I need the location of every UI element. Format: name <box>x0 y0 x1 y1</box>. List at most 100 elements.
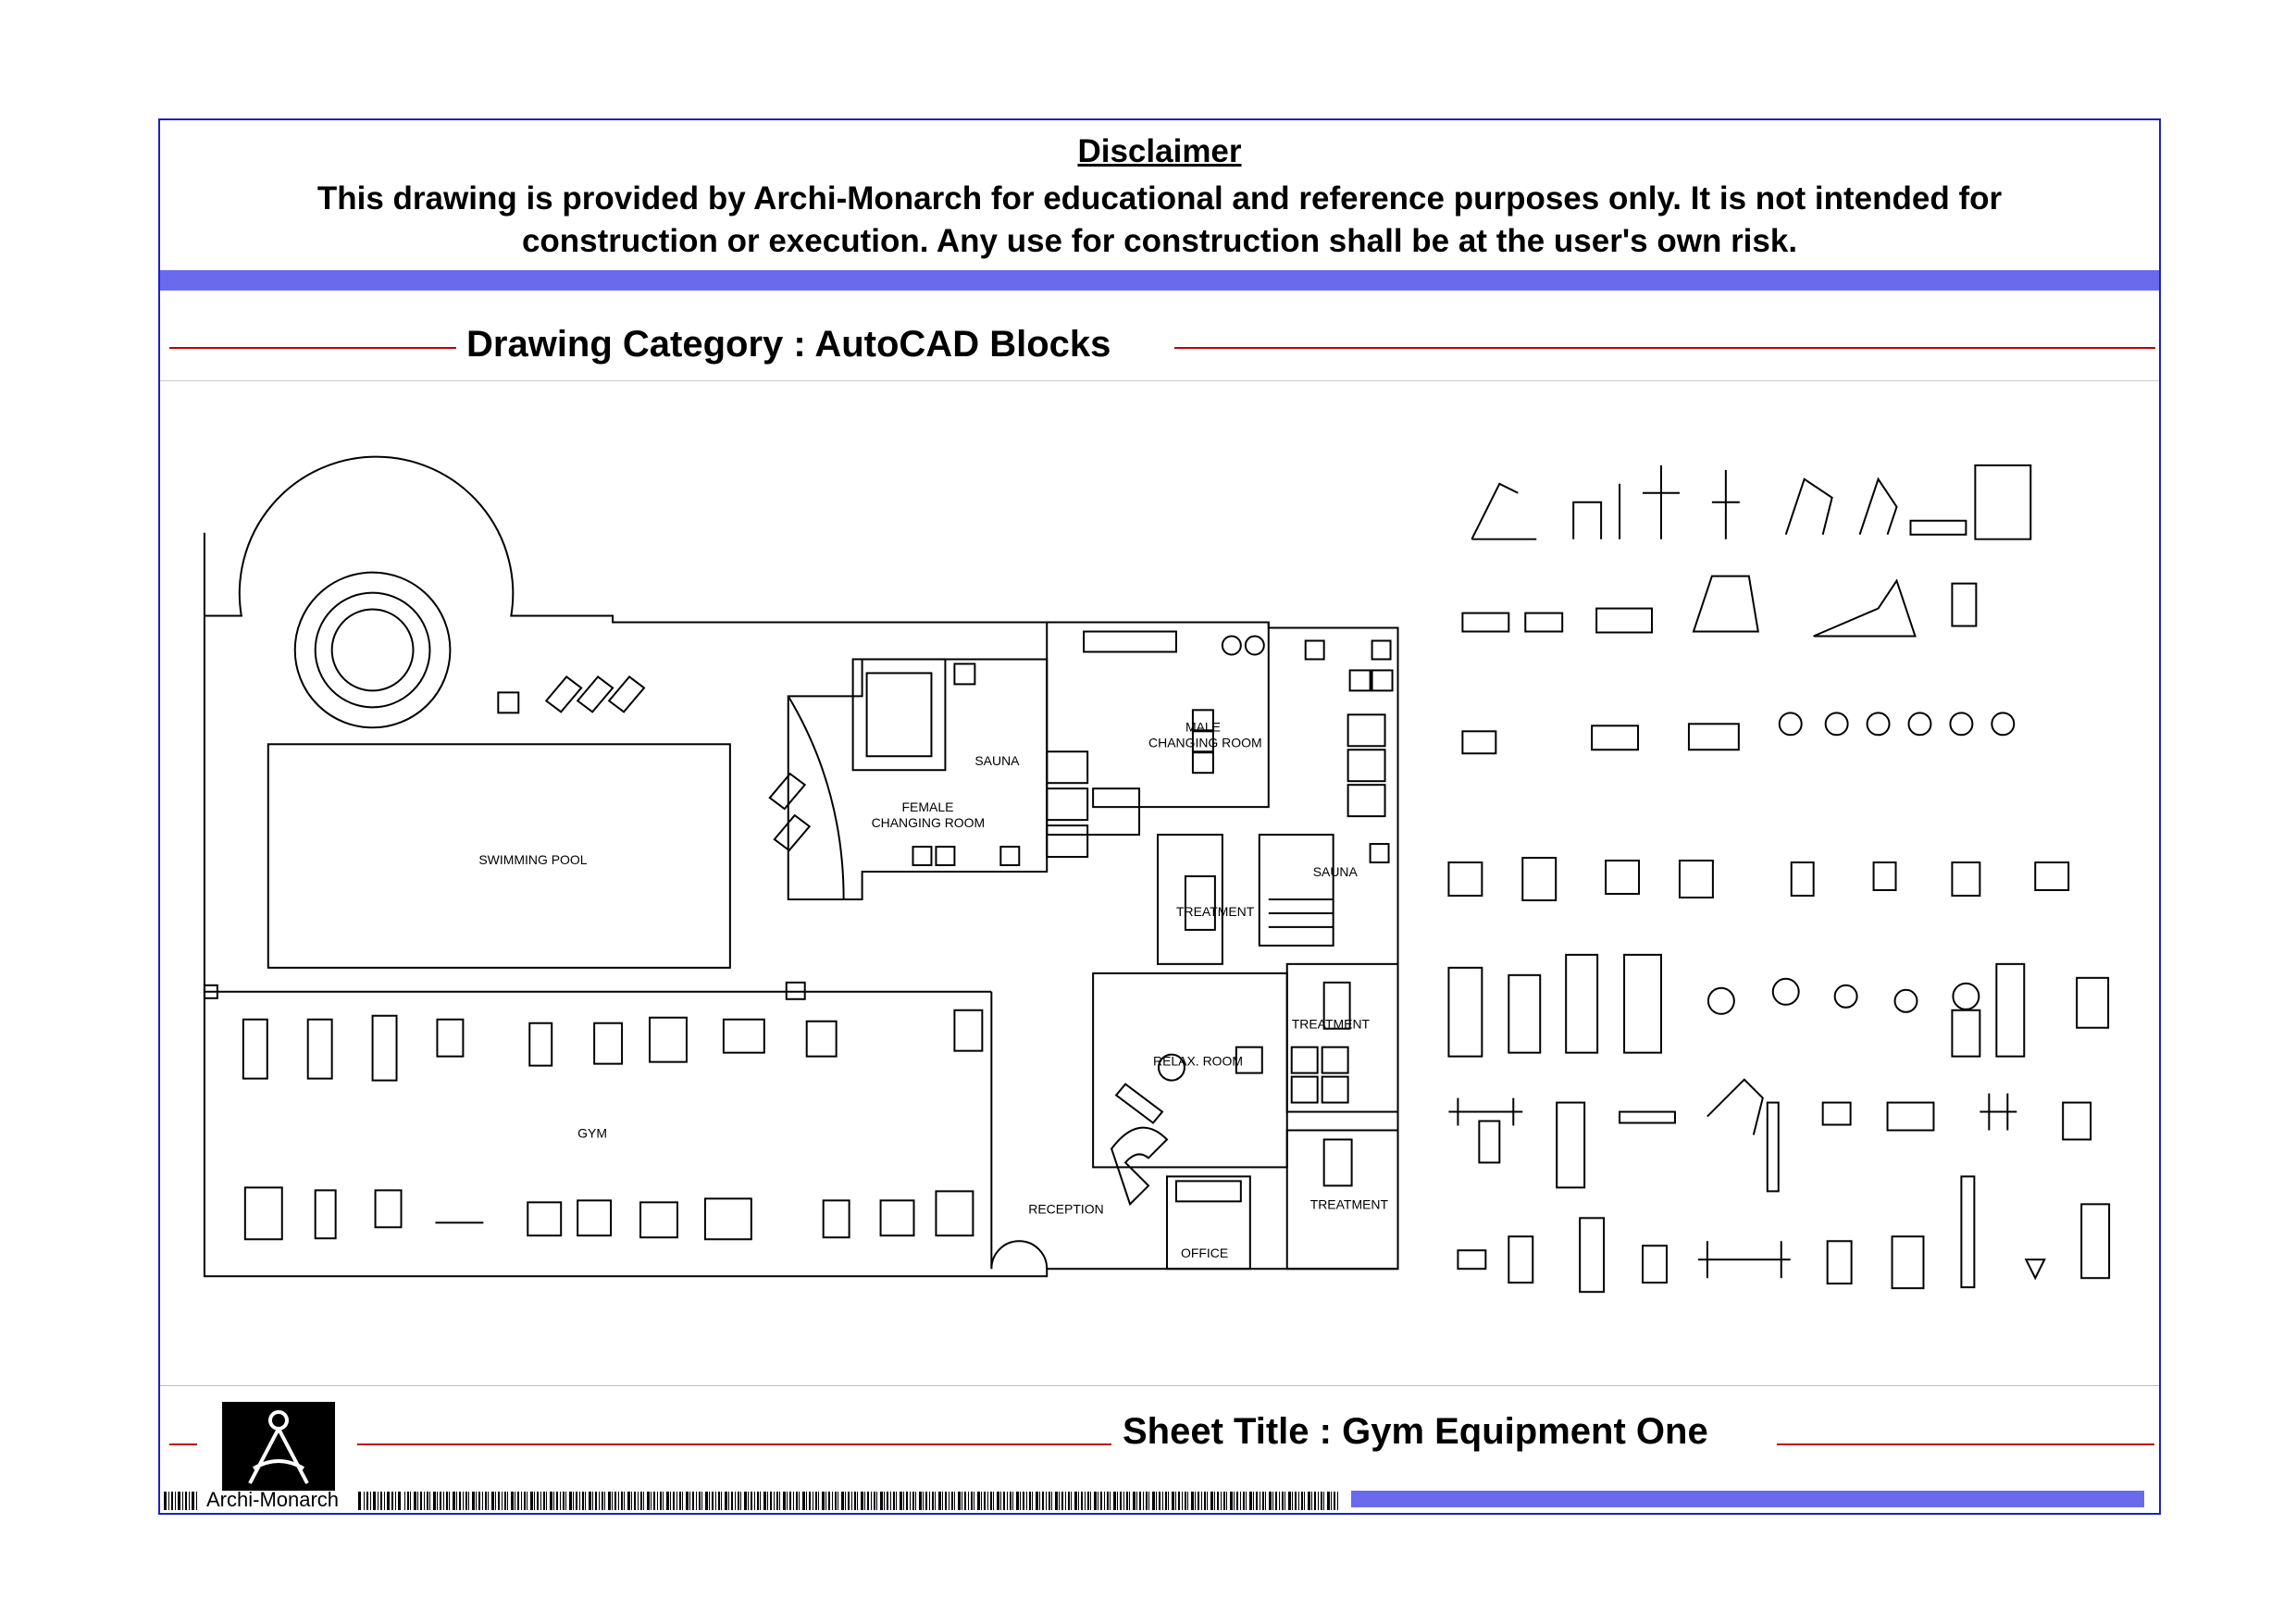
barcode-bar <box>576 1492 577 1510</box>
barcode-bar <box>1178 1492 1180 1510</box>
barcode-bar <box>828 1492 830 1510</box>
barcode-bar <box>679 1492 681 1510</box>
barcode-bar <box>1003 1492 1005 1510</box>
barcode-bar <box>740 1492 741 1510</box>
barcode-bar <box>653 1492 655 1510</box>
barcode-bar <box>511 1492 514 1510</box>
barcode-bar <box>876 1492 877 1510</box>
barcode-bar <box>867 1492 869 1510</box>
barcode-bar <box>673 1492 675 1510</box>
barcode-bar <box>534 1492 535 1510</box>
barcode-bar <box>919 1492 922 1510</box>
drawing-area: SWIMMING POOL FEMALE CHANGING ROOM SAUNA… <box>203 455 2111 1294</box>
barcode-bar <box>498 1492 500 1510</box>
barcode-bar <box>1246 1492 1247 1510</box>
barcode-bar <box>1217 1492 1219 1510</box>
barcode-bar <box>410 1492 411 1510</box>
barcode-bar <box>799 1492 800 1510</box>
barcode-bar <box>1269 1492 1272 1510</box>
barcode-bar <box>293 1492 296 1510</box>
disclaimer-text: This drawing is provided by Archi-Monarc… <box>316 180 2003 259</box>
barcode-bar <box>1304 1492 1305 1510</box>
barcode-bar <box>1085 1492 1086 1510</box>
barcode-bar <box>569 1492 572 1510</box>
title-separator <box>160 1385 2159 1386</box>
sheet-title: Sheet Title : Gym Equipment One <box>1123 1411 1708 1452</box>
barcode-bar <box>1182 1492 1183 1510</box>
barcode-bar <box>779 1492 780 1510</box>
barcode-bar <box>1146 1492 1148 1510</box>
barcode-bar <box>1120 1492 1122 1510</box>
barcode-bar <box>335 1492 338 1510</box>
barcode-bar <box>818 1492 819 1510</box>
barcode-bar <box>245 1492 247 1510</box>
barcode-bar <box>887 1492 888 1510</box>
barcode-bar <box>993 1492 994 1510</box>
barcode-bar <box>543 1492 545 1510</box>
barcode-bar <box>796 1492 798 1510</box>
barcode-bar <box>1327 1492 1330 1510</box>
barcode-bar <box>318 1492 319 1510</box>
barcode-bar <box>971 1492 973 1510</box>
barcode-bar <box>424 1492 425 1510</box>
barcode-bar <box>987 1492 988 1510</box>
barcode-bar <box>1136 1492 1137 1510</box>
barcode-bar <box>760 1492 761 1510</box>
barcode-bar <box>1298 1492 1299 1510</box>
barcode-bar <box>1249 1492 1252 1510</box>
treatment-room-1 <box>1157 834 1223 965</box>
barcode-bar <box>815 1492 817 1510</box>
gym-equipment-plan <box>242 1009 984 1241</box>
barcode-bar <box>731 1492 733 1510</box>
barcode-bar <box>1026 1492 1027 1510</box>
barcode-bar <box>599 1492 600 1510</box>
barcode-bar <box>273 1492 275 1510</box>
barcode-bar <box>407 1492 409 1510</box>
barcode-bar <box>546 1492 547 1510</box>
category-rule-left <box>169 347 456 349</box>
barcode-bar <box>1295 1492 1297 1510</box>
barcode-bar <box>1279 1492 1280 1510</box>
barcode-bar <box>504 1492 506 1510</box>
barcode-bar <box>1185 1492 1186 1510</box>
barcode-bar <box>618 1492 619 1510</box>
barcode-bar <box>997 1492 999 1510</box>
barcode-bar <box>1334 1492 1335 1510</box>
barcode-bar <box>456 1492 457 1510</box>
barcode-bar <box>332 1492 333 1510</box>
header-band <box>160 270 2159 291</box>
category-separator <box>160 380 2159 381</box>
barcode-bar <box>964 1492 966 1510</box>
barcode-bar <box>942 1492 943 1510</box>
barcode-bar <box>925 1492 927 1510</box>
barcode-bar <box>1243 1492 1245 1510</box>
barcode-bar <box>651 1492 652 1510</box>
barcode-bar <box>307 1492 310 1510</box>
barcode-bar <box>748 1492 749 1510</box>
barcode-bar <box>912 1492 914 1510</box>
archi-monarch-logo <box>222 1402 335 1491</box>
female-changing-walls <box>787 658 1049 900</box>
barcode-bar <box>1165 1492 1167 1510</box>
barcode-bar <box>1282 1492 1284 1510</box>
barcode-bar <box>346 1492 347 1510</box>
barcode-bar <box>728 1492 729 1510</box>
barcode-bar <box>321 1492 324 1510</box>
barcode-bar <box>640 1492 642 1510</box>
barcode-bar <box>1032 1492 1033 1510</box>
barcode-bar <box>291 1492 292 1510</box>
reception-desk <box>1110 1126 1169 1207</box>
barcode-bar <box>1074 1492 1077 1510</box>
room-label-female-2: CHANGING ROOM <box>872 815 986 830</box>
barcode-bar <box>573 1492 574 1510</box>
barcode-bar <box>735 1492 736 1510</box>
barcode-bar <box>446 1492 448 1510</box>
barcode-strip <box>164 1492 1338 1510</box>
barcode-bar <box>929 1492 930 1510</box>
room-label-swimming-pool: SWIMMING POOL <box>478 852 587 867</box>
barcode-bar <box>802 1492 805 1510</box>
barcode-bar <box>874 1492 875 1510</box>
barcode-bar <box>718 1492 720 1510</box>
barcode-bar <box>259 1492 261 1510</box>
barcode-bar <box>242 1492 243 1510</box>
